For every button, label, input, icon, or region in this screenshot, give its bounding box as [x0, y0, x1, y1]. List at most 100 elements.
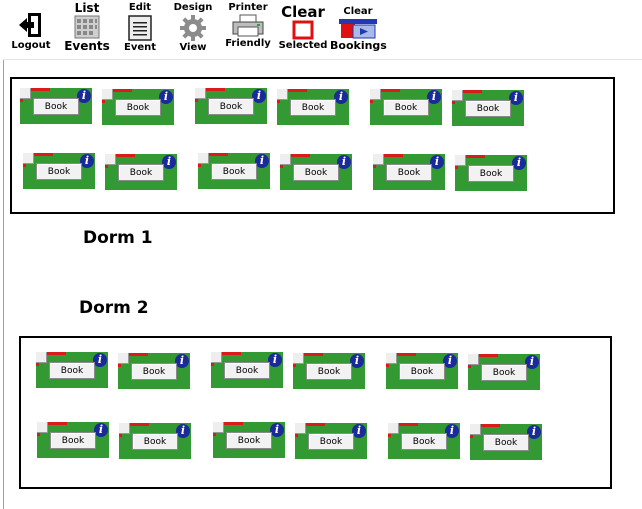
info-icon[interactable]: i: [334, 90, 348, 104]
document-icon: [128, 15, 152, 41]
info-icon[interactable]: i: [93, 353, 107, 367]
info-icon[interactable]: i: [80, 154, 94, 168]
book-button[interactable]: Book: [465, 100, 511, 117]
info-icon[interactable]: i: [159, 90, 173, 104]
list-events-button[interactable]: List Events: [64, 2, 110, 52]
info-icon[interactable]: i: [255, 154, 269, 168]
calendar-icon: [74, 15, 100, 39]
info-icon[interactable]: i: [176, 424, 190, 438]
toolbar-divider: [3, 59, 642, 60]
dorm-1-title: Dorm 1: [83, 228, 153, 248]
book-button[interactable]: Book: [131, 363, 177, 380]
info-icon[interactable]: i: [77, 89, 91, 103]
info-icon[interactable]: i: [252, 89, 266, 103]
info-icon[interactable]: i: [352, 424, 366, 438]
book-button[interactable]: Book: [399, 363, 445, 380]
clear-selection-icon: [292, 20, 314, 40]
book-button[interactable]: Book: [118, 164, 164, 181]
info-icon[interactable]: i: [268, 353, 282, 367]
logout-label: Logout: [11, 40, 51, 51]
book-button[interactable]: Book: [226, 432, 272, 449]
info-icon[interactable]: i: [509, 91, 523, 105]
book-button[interactable]: Book: [290, 99, 336, 116]
book-button[interactable]: Book: [308, 433, 354, 450]
printer-friendly-label-top: Printer: [228, 2, 268, 13]
printer-friendly-label-bottom: Friendly: [225, 38, 271, 49]
book-button[interactable]: Book: [383, 99, 429, 116]
book-button[interactable]: Book: [36, 163, 82, 180]
book-button[interactable]: Book: [115, 99, 161, 116]
book-button[interactable]: Book: [293, 164, 339, 181]
info-icon[interactable]: i: [337, 155, 351, 169]
info-icon[interactable]: i: [512, 156, 526, 170]
book-button[interactable]: Book: [208, 98, 254, 115]
book-button[interactable]: Book: [306, 363, 352, 380]
clear-bookings-button[interactable]: Clear Bookings: [330, 6, 387, 52]
gear-icon: [180, 15, 206, 41]
info-icon[interactable]: i: [270, 423, 284, 437]
edit-event-button[interactable]: Edit Event: [118, 2, 162, 54]
info-icon[interactable]: i: [175, 354, 189, 368]
book-button[interactable]: Book: [50, 432, 96, 449]
clear-bookings-label-bottom: Bookings: [330, 39, 387, 52]
info-icon[interactable]: i: [525, 355, 539, 369]
book-button[interactable]: Book: [481, 364, 527, 381]
list-events-label-bottom: Events: [64, 39, 110, 53]
frame-left-border: [3, 60, 4, 509]
design-view-label-top: Design: [173, 2, 213, 13]
design-view-button[interactable]: Design View: [170, 2, 216, 54]
clear-bookings-label-top: Clear: [343, 6, 373, 17]
book-button[interactable]: Book: [483, 434, 529, 451]
book-button[interactable]: Book: [211, 163, 257, 180]
info-icon[interactable]: i: [162, 155, 176, 169]
info-icon[interactable]: i: [427, 90, 441, 104]
book-button[interactable]: Book: [132, 433, 178, 450]
clear-selected-button[interactable]: Clear Selected: [277, 4, 329, 52]
logout-button[interactable]: Logout: [8, 2, 54, 52]
book-button[interactable]: Book: [468, 165, 514, 182]
info-icon[interactable]: i: [94, 423, 108, 437]
book-button[interactable]: Book: [33, 98, 79, 115]
info-icon[interactable]: i: [350, 354, 364, 368]
info-icon[interactable]: i: [443, 354, 457, 368]
book-button[interactable]: Book: [386, 164, 432, 181]
book-button[interactable]: Book: [401, 433, 447, 450]
printer-icon: [232, 14, 264, 37]
design-view-label-bottom: View: [179, 42, 207, 53]
book-button[interactable]: Book: [224, 362, 270, 379]
book-button[interactable]: Book: [49, 362, 95, 379]
clear-bookings-icon: [339, 19, 377, 39]
info-icon[interactable]: i: [430, 155, 444, 169]
dorm-2-title: Dorm 2: [79, 298, 149, 318]
edit-event-label-bottom: Event: [123, 42, 157, 53]
info-icon[interactable]: i: [445, 424, 459, 438]
printer-friendly-button[interactable]: Printer Friendly: [222, 2, 274, 50]
info-icon[interactable]: i: [527, 425, 541, 439]
